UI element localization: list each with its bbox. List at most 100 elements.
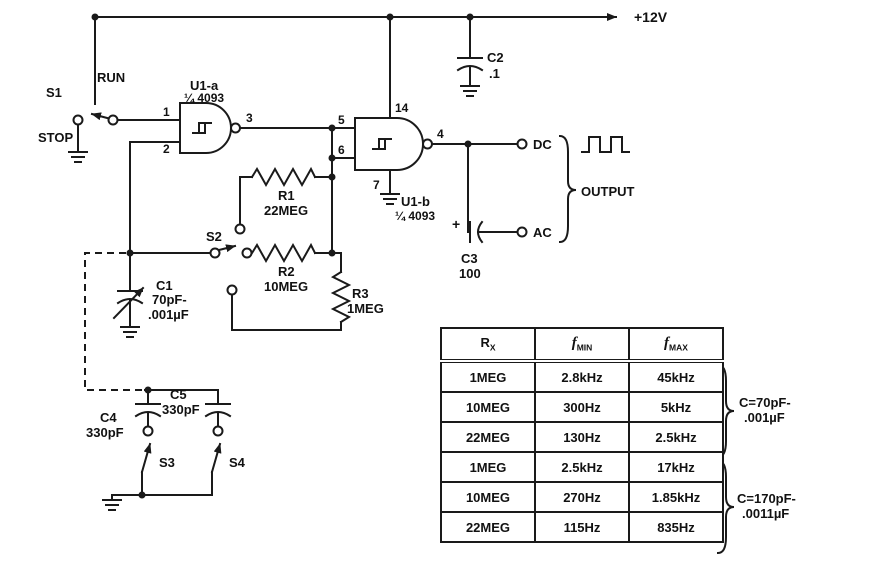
- cell-fmin: 270Hz: [534, 481, 630, 513]
- u1b-pin14-label: 14: [395, 101, 409, 115]
- cell-fmin: 130Hz: [534, 421, 630, 453]
- ground-symbol: [380, 193, 400, 205]
- r1-resistor: R1 22MEG: [234, 166, 333, 235]
- header-sub: X: [489, 342, 496, 353]
- cell-fmax: 45kHz: [628, 360, 724, 393]
- s2-label: S2: [206, 229, 222, 244]
- cell-rx: 10MEG: [440, 391, 536, 423]
- variable-arrow: [112, 286, 145, 320]
- header-sub: MAX: [669, 342, 688, 353]
- c4-label: C4: [100, 410, 117, 425]
- s1-label: S1: [46, 85, 62, 100]
- cell-fmax: 1.85kHz: [628, 481, 724, 513]
- feedback-bus: [328, 124, 356, 257]
- s2-contact-r3: [226, 284, 238, 296]
- c1-value2: .001µF: [148, 307, 189, 322]
- table-group-braces: C=70pF- .001µF C=170pF- .0011µF: [716, 363, 796, 555]
- r3-resistor: R3 1MEG: [231, 252, 384, 331]
- header-main: f: [571, 335, 577, 352]
- u1b-gate: 5 6 14 7 4 U1-b ¼ 4093: [338, 16, 519, 223]
- cell-rx: 22MEG: [440, 421, 536, 453]
- c3-polarity: +: [452, 216, 460, 232]
- u1a-pin2-label: 2: [163, 142, 170, 156]
- u1b-pin7-label: 7: [373, 178, 380, 192]
- table-row: 1MEG 2.5kHz 17kHz: [440, 451, 724, 483]
- r2-label: R2: [278, 264, 295, 279]
- table-row: 1MEG 2.8kHz 45kHz: [440, 360, 724, 393]
- ac-label: AC: [533, 225, 552, 240]
- junction-dot: [328, 124, 336, 132]
- c3-value: 100: [459, 266, 481, 281]
- c2-label: C2: [487, 50, 504, 65]
- c4-value: 330pF: [86, 425, 124, 440]
- cell-fmax: 2.5kHz: [628, 421, 724, 453]
- s4-arm-arrow: [210, 442, 222, 474]
- u1a-label: U1-a: [190, 78, 219, 93]
- s2-pole-arrow: [217, 244, 237, 253]
- dashed-link: [84, 252, 145, 391]
- table-row: 22MEG 130Hz 2.5kHz: [440, 421, 724, 453]
- table-row: 10MEG 270Hz 1.85kHz: [440, 481, 724, 513]
- s1-stop-label: STOP: [38, 130, 73, 145]
- header-main: f: [664, 335, 670, 352]
- ground-symbol: [120, 326, 140, 338]
- group1-brace: [716, 363, 735, 459]
- cell-fmin: 300Hz: [534, 391, 630, 423]
- r3-value: 1MEG: [347, 301, 384, 316]
- r3-label: R3: [352, 286, 369, 301]
- ac-terminal: [516, 226, 528, 238]
- cell-fmax: 835Hz: [628, 511, 724, 543]
- s4-label: S4: [229, 455, 246, 470]
- u1a-pin3-label: 3: [246, 111, 253, 125]
- u1b-part-label: ¼ 4093: [395, 209, 435, 223]
- ground-symbol: [68, 151, 88, 163]
- s2-contact-r1: [234, 223, 246, 235]
- c2-capacitor: C2 .1: [456, 16, 504, 97]
- s2-switch: S2: [126, 229, 253, 296]
- table-header-row: RX fMIN fMAX: [440, 327, 724, 363]
- c2-value: .1: [489, 66, 500, 81]
- power-rail-label: +12V: [634, 9, 668, 25]
- output-label: OUTPUT: [581, 184, 635, 199]
- square-wave-icon: [581, 136, 630, 153]
- table-row: 10MEG 300Hz 5kHz: [440, 391, 724, 423]
- cell-rx: 22MEG: [440, 511, 536, 543]
- cell-rx: 1MEG: [440, 360, 536, 393]
- u1a-pin1-label: 1: [163, 105, 170, 119]
- s1-stop-contact: [72, 114, 84, 126]
- u1b-pin6-label: 6: [338, 143, 345, 157]
- s1-run-label: RUN: [97, 70, 125, 85]
- group1-label-line1: C=70pF-: [739, 395, 791, 410]
- cell-rx: 10MEG: [440, 481, 536, 513]
- c3-label: C3: [461, 251, 478, 266]
- u1a-gate: U1-a ¼ 4093 1 2 3: [129, 78, 356, 254]
- c1-label: C1: [156, 278, 173, 293]
- power-rail: +12V: [91, 9, 668, 25]
- resistor-zigzag: [250, 166, 317, 188]
- s4-contact: [212, 425, 224, 437]
- schmitt-trigger-icon: [372, 138, 392, 150]
- c5-label: C5: [170, 387, 187, 402]
- col-header-fmin: fMIN: [534, 327, 630, 363]
- s2-contact-r2: [241, 247, 253, 259]
- inverter-bubble: [422, 138, 433, 150]
- cell-fmax: 5kHz: [628, 391, 724, 423]
- r1-value: 22MEG: [264, 203, 308, 218]
- header-sub: MIN: [576, 342, 593, 353]
- group2-label-line1: C=170pF-: [737, 491, 796, 506]
- s1-pole-contact: [107, 114, 119, 126]
- group2-label-line2: .0011µF: [742, 506, 789, 521]
- u1b-pin5-label: 5: [338, 113, 345, 127]
- u1b-label: U1-b: [401, 194, 430, 209]
- s2-pole-contact: [209, 247, 221, 259]
- u1a-part-label: ¼ 4093: [184, 91, 224, 105]
- resistor-zigzag: [250, 242, 317, 264]
- frequency-table: RX fMIN fMAX 1MEG 2.8kHz 45kHz 10MEG 300…: [440, 327, 724, 543]
- r1-label: R1: [278, 188, 295, 203]
- s3-label: S3: [159, 455, 175, 470]
- ground-symbol: [102, 499, 122, 511]
- s3-arm-arrow: [140, 442, 152, 474]
- resistor-zigzag: [330, 270, 352, 324]
- col-header-fmax: fMAX: [628, 327, 724, 363]
